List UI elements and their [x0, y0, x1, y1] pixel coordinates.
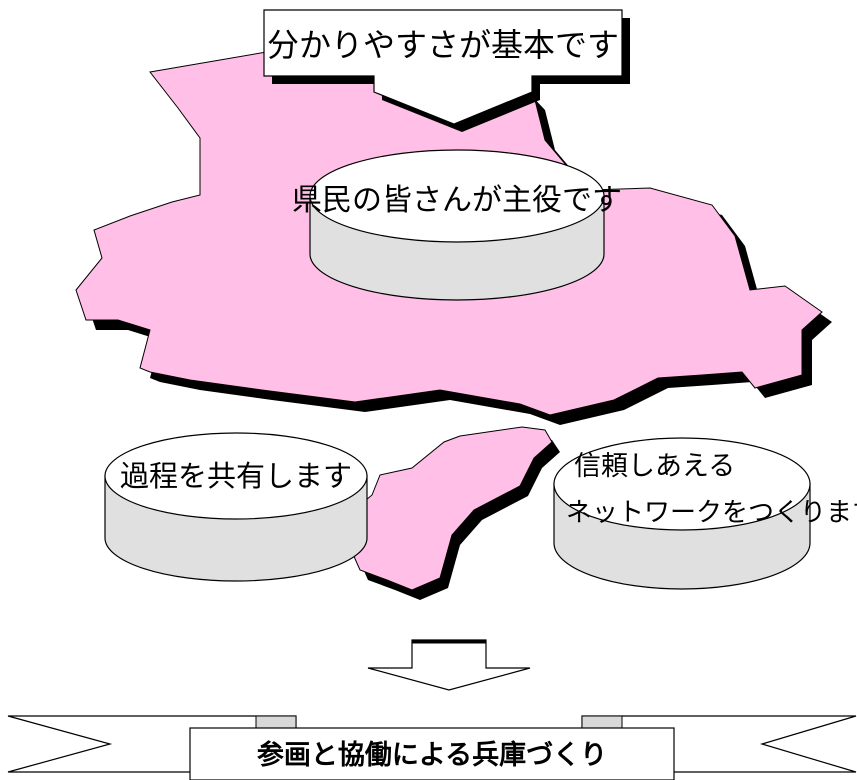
center-disk-top [309, 149, 605, 243]
left-disk: 過程を共有します [104, 432, 368, 582]
right-disk-top [553, 437, 811, 531]
banner-text: 参画と協働による兵庫づくり [257, 739, 607, 771]
callout-text: 分かりやすさが基本です [267, 26, 619, 64]
left-disk-label: 過程を共有します [120, 459, 352, 493]
bottom-banner: 参画と協働による兵庫づくり [7, 715, 857, 780]
right-disk-label-line2: ネットワークをつくります [566, 498, 857, 528]
center-disk: 県民の皆さんが主役です [292, 149, 622, 301]
down-arrow-shape [367, 639, 531, 691]
right-disk: 信頼しあえる ネットワークをつくります [553, 437, 857, 590]
left-disk-top [104, 432, 368, 520]
down-arrow [367, 639, 531, 691]
banner-right-fold [581, 715, 623, 729]
banner-left-fold [255, 715, 297, 729]
banner-center [189, 727, 675, 780]
top-callout: 分かりやすさが基本です [263, 9, 630, 132]
lower-region [351, 426, 553, 591]
callout-box [263, 9, 623, 125]
right-disk-label-line1: 信頼しあえる [574, 451, 735, 482]
center-disk-label: 県民の皆さんが主役です [292, 183, 622, 218]
